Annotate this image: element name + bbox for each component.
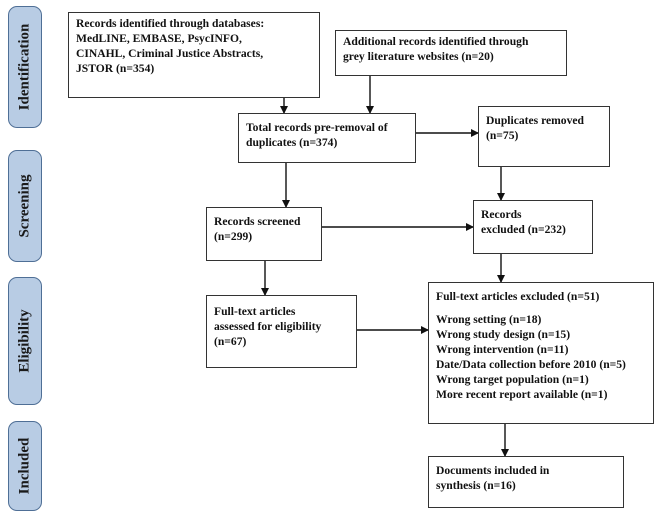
fulltext-excluded-title: Full-text articles excluded (n=51) <box>436 290 600 303</box>
box-total-records: Total records pre-removal of duplicates … <box>238 113 416 163</box>
exclusion-reason: Wrong target population (n=1) <box>436 373 589 386</box>
stage-eligibility: Eligibility <box>8 277 42 405</box>
box-records-screened: Records screened (n=299) <box>206 207 322 261</box>
box-records-identified-databases: Records identified through databases: Me… <box>68 12 320 98</box>
box-documents-included: Documents included in synthesis (n=16) <box>428 456 624 508</box>
box-additional-records-grey-literature: Additional records identified through gr… <box>335 30 567 76</box>
stage-identification: Identification <box>8 6 42 128</box>
exclusion-reason: Wrong setting (n=18) <box>436 313 542 326</box>
stage-included: Included <box>8 421 42 511</box>
exclusion-reason: More recent report available (n=1) <box>436 388 608 401</box>
exclusion-reason: Wrong intervention (n=11) <box>436 343 569 356</box>
box-records-excluded: Records excluded (n=232) <box>473 200 593 254</box>
box-duplicates-removed: Duplicates removed (n=75) <box>478 106 610 167</box>
exclusion-reason: Date/Data collection before 2010 (n=5) <box>436 358 626 371</box>
exclusion-reason: Wrong study design (n=15) <box>436 328 571 341</box>
box-fulltext-assessed: Full-text articles assessed for eligibil… <box>206 295 357 368</box>
stage-screening: Screening <box>8 150 42 262</box>
box-fulltext-excluded: Full-text articles excluded (n=51) Wrong… <box>428 282 654 424</box>
